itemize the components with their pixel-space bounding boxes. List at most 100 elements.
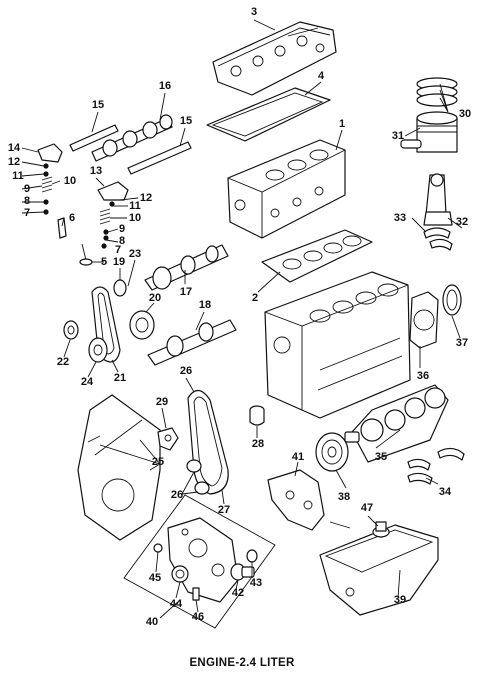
callout-43: 43 [250, 577, 262, 589]
leader-lines [21, 19, 463, 619]
main-bearings [407, 447, 465, 485]
callout-14: 14 [8, 142, 21, 154]
timing-belt-cover [77, 394, 161, 541]
head-gasket [261, 229, 373, 283]
callout-38: 38 [338, 491, 350, 503]
callout-4: 4 [318, 70, 325, 82]
callout-23: 23 [129, 248, 141, 260]
callout-30: 30 [459, 108, 471, 120]
callout-20: 20 [149, 292, 161, 304]
rear-main-seal [442, 284, 462, 316]
crankshaft-pulley [315, 432, 349, 472]
callout-5: 5 [101, 256, 107, 268]
valve-spring-left [41, 176, 53, 193]
crank-sprocket [88, 337, 108, 363]
callout-9: 9 [24, 183, 30, 195]
callout-24: 24 [81, 376, 94, 388]
valve-retainer-right [101, 201, 115, 249]
oil-pump-oring [171, 565, 189, 583]
callout-21: 21 [114, 372, 126, 384]
callout-42: 42 [232, 587, 244, 599]
callout-41: 41 [292, 451, 304, 463]
engine-block [264, 271, 411, 419]
callout-15a: 15 [92, 99, 104, 111]
oil-pump-washer [153, 543, 163, 553]
callout-2: 2 [252, 292, 258, 304]
callout-10: 10 [64, 175, 76, 187]
callout-22: 22 [57, 356, 69, 368]
callout-3: 3 [251, 6, 257, 18]
callout-1: 1 [339, 118, 345, 130]
idler-pulley-upper [186, 459, 202, 473]
callout-35: 35 [375, 451, 387, 463]
callout-45: 45 [149, 572, 161, 584]
engine-bracket [267, 469, 351, 531]
callout-46: 46 [192, 611, 204, 623]
callout-8: 8 [24, 195, 30, 207]
oil-pump-bolt [192, 587, 200, 601]
callout-34: 34 [439, 486, 452, 498]
valve-cover-gasket [206, 87, 331, 142]
valve-cover [212, 21, 337, 96]
valve-left [79, 243, 93, 266]
oil-pan [319, 524, 439, 616]
valve-spring-right [99, 208, 111, 225]
callout-17: 17 [180, 286, 192, 298]
valve-retainer-left [43, 163, 49, 215]
callout-27: 27 [218, 504, 230, 516]
callout-10b: 10 [129, 212, 141, 224]
callout-47: 47 [361, 502, 373, 514]
callout-15b: 15 [180, 115, 192, 127]
oil-pan-plug [372, 521, 390, 538]
callout-6: 6 [69, 212, 75, 224]
callout-44: 44 [170, 598, 183, 610]
rod-bearings [423, 227, 453, 251]
callout-11b: 11 [129, 200, 141, 212]
connecting-rod [423, 173, 453, 226]
timing-belt [187, 389, 229, 495]
callout-16: 16 [159, 80, 171, 92]
callout-12: 12 [8, 156, 20, 168]
crankshaft [344, 384, 449, 463]
sprocket-upper [113, 279, 127, 297]
oil-pump-assembly-outline [123, 494, 276, 629]
callout-40: 40 [146, 616, 158, 628]
oil-pump-gear [230, 563, 255, 581]
callout-12b: 12 [140, 192, 152, 204]
oil-pump [167, 517, 239, 603]
valve-guide-left [57, 217, 67, 239]
callout-31: 31 [392, 130, 404, 142]
callout-25: 25 [152, 456, 164, 468]
rear-seal-retainer [409, 291, 439, 349]
callout-7: 7 [24, 207, 30, 219]
callout-11: 11 [12, 170, 24, 182]
idler-pulley-lower [194, 481, 210, 495]
piston-rings [416, 77, 458, 107]
camshaft-intake [69, 124, 119, 152]
callout-28: 28 [252, 438, 264, 450]
balance-shaft-upper [144, 244, 229, 291]
callout-19: 19 [113, 256, 125, 268]
balance-shaft-lower [147, 319, 237, 366]
rocker-arm-left [37, 143, 63, 163]
callout-13: 13 [90, 165, 102, 177]
piston [400, 111, 458, 153]
callout-18: 18 [199, 299, 211, 311]
callout-36: 36 [417, 370, 429, 382]
cylinder-head [227, 139, 346, 239]
callout-7b: 7 [115, 244, 121, 256]
callout-labels: 1 2 3 4 5 6 7 8 9 10 11 12 13 14 15 16 1… [8, 6, 471, 628]
callout-39: 39 [394, 594, 406, 606]
callout-33: 33 [394, 212, 406, 224]
callout-37: 37 [456, 337, 468, 349]
belt-tensioner [157, 427, 179, 451]
rocker-arm-right [97, 181, 129, 201]
oil-pump-seal [246, 549, 258, 563]
callout-8b: 8 [119, 235, 125, 247]
callout-26b: 26 [171, 489, 183, 501]
sprocket-small [63, 320, 79, 340]
callout-32: 32 [456, 216, 468, 228]
diagram-caption: ENGINE-2.4 LITER [189, 657, 295, 669]
bushing [249, 405, 265, 426]
